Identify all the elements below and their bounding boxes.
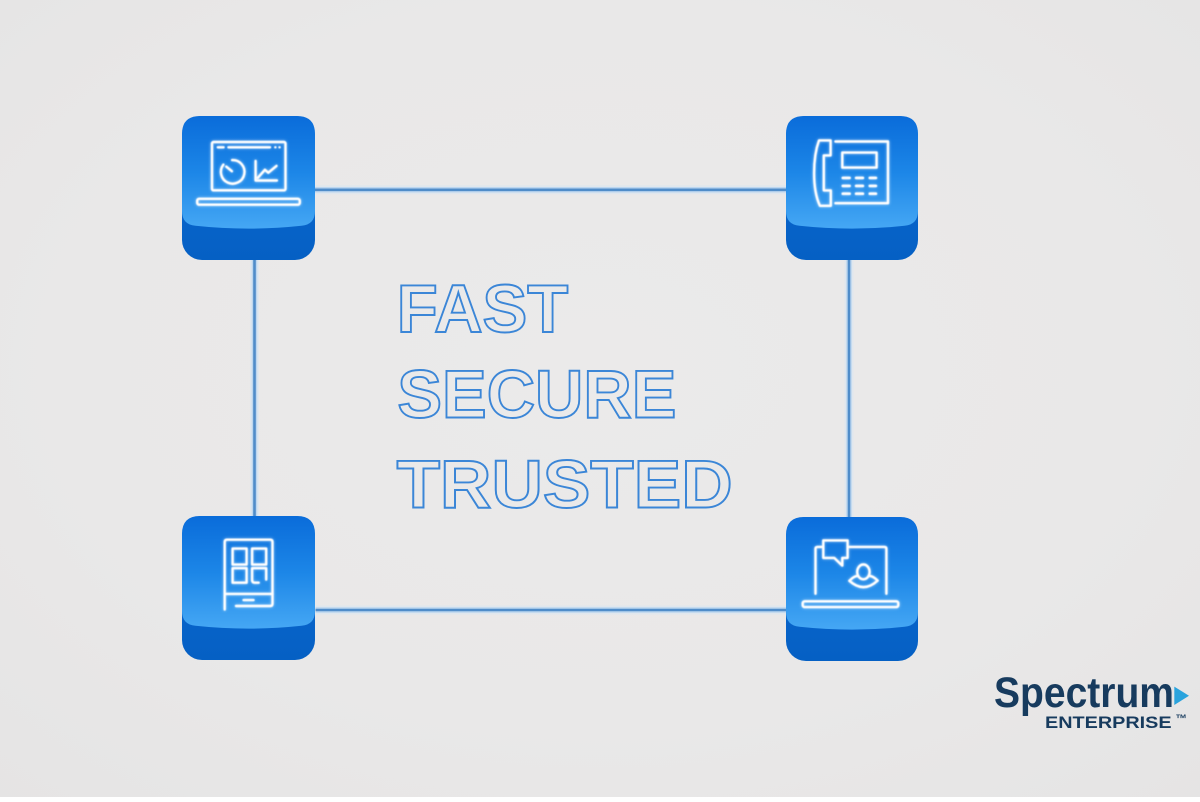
- svg-text:™: ™: [1176, 714, 1188, 726]
- svg-text:Spectrum: Spectrum: [994, 669, 1174, 717]
- svg-text:FAST: FAST: [397, 271, 569, 347]
- svg-text:ENTERPRISE: ENTERPRISE: [1045, 713, 1172, 732]
- svg-text:SECURE: SECURE: [397, 357, 676, 433]
- svg-text:TRUSTED: TRUSTED: [397, 447, 733, 523]
